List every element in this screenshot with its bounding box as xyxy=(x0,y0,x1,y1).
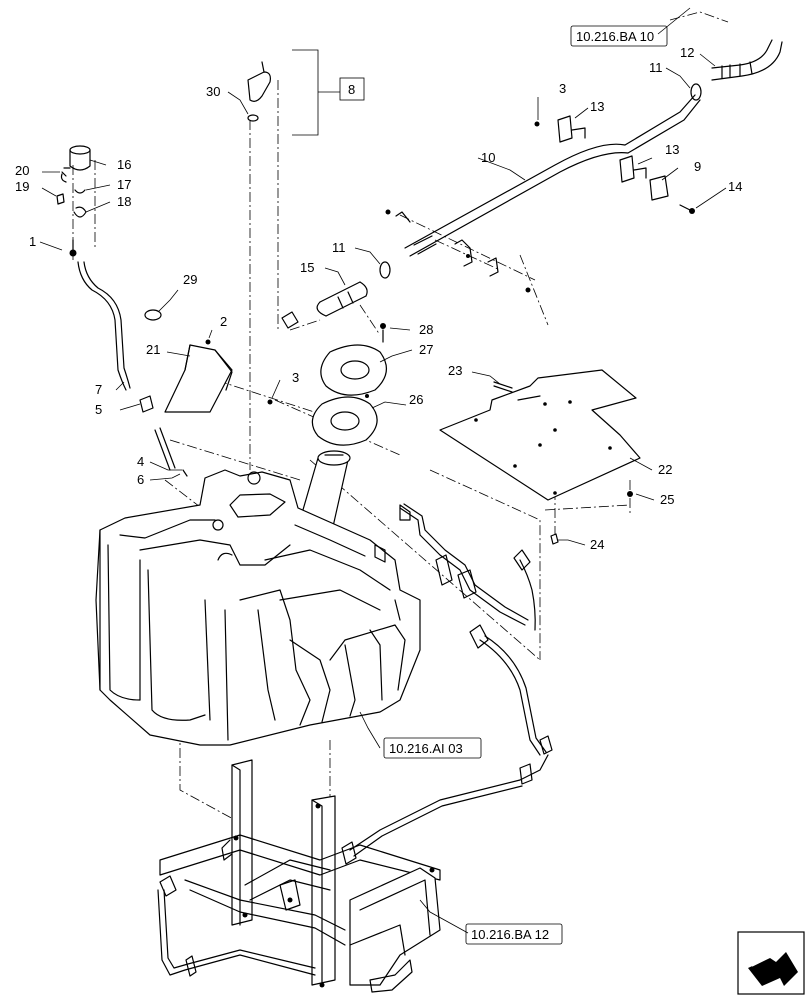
filler-hose-assembly xyxy=(281,39,783,329)
callout-8-box: 8 xyxy=(339,77,365,101)
reference-label-tank: 10.216.AI 03 xyxy=(389,741,463,756)
reference-label-frame: 10.216.BA 12 xyxy=(471,927,549,942)
callout-6: 6 xyxy=(137,472,144,487)
callout-9: 9 xyxy=(694,159,701,174)
callout-7: 7 xyxy=(95,382,102,397)
callout-30: 30 xyxy=(206,84,220,99)
callout-3-mid: 3 xyxy=(292,370,299,385)
callout-10: 10 xyxy=(481,150,495,165)
support-frame xyxy=(157,759,441,993)
callout-numbers: 1 2 3 3 4 5 6 7 9 10 11 11 12 13 13 14 1… xyxy=(15,45,742,552)
reference-box-frame[interactable]: 10.216.BA 12 xyxy=(465,923,563,945)
reference-box-top[interactable]: 10.216.BA 10 xyxy=(570,25,668,47)
callout-27: 27 xyxy=(419,342,433,357)
callout-4: 4 xyxy=(137,454,144,469)
callout-14: 14 xyxy=(728,179,742,194)
callout-18: 18 xyxy=(117,194,131,209)
callout-28: 28 xyxy=(419,322,433,337)
callout-13-lower: 13 xyxy=(665,142,679,157)
reference-label-top: 10.216.BA 10 xyxy=(576,29,654,44)
callout-20: 20 xyxy=(15,163,29,178)
callout-24: 24 xyxy=(590,537,604,552)
callout-16: 16 xyxy=(117,157,131,172)
callout-8: 8 xyxy=(348,82,355,97)
next-page-arrow-icon[interactable] xyxy=(737,931,805,995)
callout-15: 15 xyxy=(300,260,314,275)
elbow-fitting xyxy=(247,49,340,136)
callout-17: 17 xyxy=(117,177,131,192)
leader-lines xyxy=(39,7,727,934)
callout-23: 23 xyxy=(448,363,462,378)
callout-21: 21 xyxy=(146,342,160,357)
callout-19: 19 xyxy=(15,179,29,194)
callout-26: 26 xyxy=(409,392,423,407)
callout-5: 5 xyxy=(95,402,102,417)
callout-3-top: 3 xyxy=(559,81,566,96)
fuel-lines xyxy=(341,503,553,865)
callout-25: 25 xyxy=(660,492,674,507)
fuel-tank xyxy=(95,450,421,746)
callout-11-lower: 11 xyxy=(332,240,346,255)
sender-rings xyxy=(311,323,387,446)
reference-box-tank[interactable]: 10.216.AI 03 xyxy=(383,737,482,759)
heat-shield xyxy=(164,339,273,413)
callout-1: 1 xyxy=(29,234,36,249)
callout-2: 2 xyxy=(220,314,227,329)
callout-22: 22 xyxy=(658,462,672,477)
callout-29: 29 xyxy=(183,272,197,287)
mounting-plate xyxy=(439,369,641,545)
breather-assembly xyxy=(56,145,188,477)
callout-13-upper: 13 xyxy=(590,99,604,114)
callout-12: 12 xyxy=(680,45,694,60)
callout-11-upper: 11 xyxy=(649,60,663,75)
